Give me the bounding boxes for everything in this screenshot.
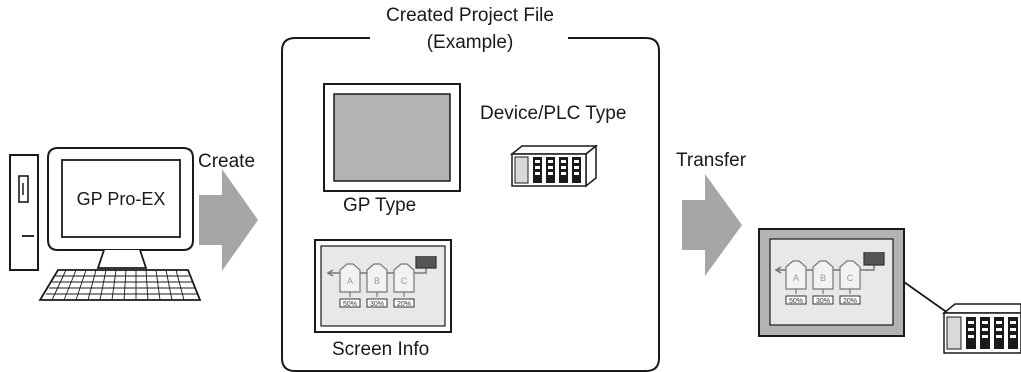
gp-running-screen-icon [758, 228, 905, 337]
project-file-title-line2: (Example) [426, 32, 514, 53]
transfer-label: Transfer [676, 150, 747, 171]
tank-a-level-right: 50% [789, 298, 803, 305]
tank-c-letter: C [401, 276, 408, 286]
transfer-arrow [682, 174, 742, 276]
computer-screen-label: GP Pro-EX [76, 189, 166, 209]
project-file-title-line1: Created Project File [386, 5, 554, 26]
device-plc-type-label: Device/PLC Type [480, 103, 627, 124]
tank-b-letter: B [374, 276, 380, 286]
tank-a-letter: A [347, 276, 353, 286]
screen-info-label: Screen Info [332, 339, 430, 360]
tank-c-level: 20% [397, 301, 411, 308]
plc-device-icon [509, 144, 599, 188]
tank-a-letter-right: A [793, 273, 799, 283]
tank-a-level: 50% [343, 301, 357, 308]
tank-b-level: 30% [370, 301, 384, 308]
tank-b-letter-right: B [820, 273, 826, 283]
tank-c-level-right: 20% [843, 298, 857, 305]
create-label: Create [198, 151, 256, 172]
gp-type-label: GP Type [343, 195, 417, 216]
tank-c-letter-right: C [847, 273, 854, 283]
gp-type-panel-icon [323, 83, 461, 192]
computer-icon [9, 147, 202, 301]
tank-b-level-right: 30% [816, 298, 830, 305]
create-arrow [199, 169, 258, 271]
project-file-title: Created Project File (Example) [360, 5, 580, 54]
screen-info-icon [314, 239, 452, 333]
plc-device-icon-right [941, 303, 1021, 354]
project-file-box [281, 37, 660, 372]
